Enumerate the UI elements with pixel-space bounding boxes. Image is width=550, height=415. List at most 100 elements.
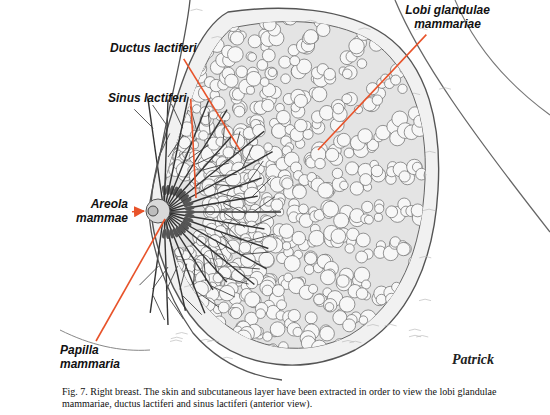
lobule [154,357,166,369]
fat-stroke [385,324,397,326]
lobule [414,115,426,127]
duct-branch [139,266,158,285]
lobule [299,204,309,214]
lobule [343,66,357,80]
lobule [200,45,213,58]
lobule [322,10,336,24]
duct [148,96,164,212]
lobule [297,374,305,382]
duct-branch [203,163,229,170]
part-label: Areola mammae [62,198,128,226]
lobule [279,342,289,352]
lobule [386,206,398,218]
fat-stroke [207,340,219,342]
lobule [163,26,177,40]
lobule [342,69,352,79]
lobule [342,94,352,104]
leader-line [96,219,165,341]
lobule [226,240,239,253]
lobule [277,300,287,310]
lobule [344,348,353,357]
lobule [206,324,218,336]
lobule [172,315,187,330]
lobule [333,354,341,362]
lobule [155,23,164,32]
lobule [385,324,398,337]
lobule [248,53,257,62]
lobule [311,340,327,356]
part-label: Papilla mammaria [60,344,130,372]
lobule [411,204,424,217]
lobule [206,206,215,215]
sinus [161,228,167,239]
lobule [305,312,317,324]
lobule [264,363,279,378]
lobule [263,332,272,341]
lobule [402,341,415,354]
lobule [170,365,186,381]
lobule [189,16,205,32]
lobule [206,348,216,358]
lobule [146,312,160,326]
lobule [183,353,196,366]
sinus [185,210,195,214]
lobule [133,350,145,362]
lobule [193,326,208,341]
lobule [427,211,436,220]
lobule [143,69,157,83]
lobule [339,297,355,313]
lobule [352,373,364,385]
lobule [406,71,416,81]
lobule [233,1,248,16]
lobule [139,362,153,376]
lobule [189,304,199,314]
lobule [320,352,329,361]
lobule [323,299,336,312]
fat-stroke [200,339,212,341]
lobule [296,0,309,1]
lobule [293,372,309,388]
lobule [226,371,236,381]
lobule [200,10,211,21]
duct-branch [216,240,227,264]
lobule [142,159,157,174]
lobule [262,99,274,111]
lobule [196,364,210,378]
lobule [293,185,307,199]
lobule [128,373,141,386]
fat-stroke [191,9,203,11]
lobule [127,12,135,20]
lobule [217,330,232,345]
lobule [346,162,359,175]
lobule [192,105,200,113]
gland-lobules [106,0,455,415]
lobule [190,58,206,74]
lobule [395,294,410,309]
lobule [400,62,412,74]
lobule [324,68,336,80]
duct-branch [210,174,237,176]
lobule [365,336,374,345]
lobule [405,283,419,297]
lobule [145,135,159,149]
lobule [201,327,210,336]
lobule [296,353,310,367]
lobule [375,323,387,335]
lobule [438,159,452,173]
lobule [304,251,317,264]
lobule [375,204,384,213]
lobule [152,331,167,346]
duct [164,178,262,212]
lobule [263,18,276,31]
lobule [201,310,213,322]
fat-stroke [439,88,451,90]
fat-stroke [367,325,379,327]
lobule [230,307,241,318]
lobule [321,6,330,15]
lobule [271,199,283,211]
lobule [342,0,354,2]
lobule [232,207,245,220]
lobule [136,337,151,352]
leader-line [191,99,196,198]
lobule [131,344,140,353]
